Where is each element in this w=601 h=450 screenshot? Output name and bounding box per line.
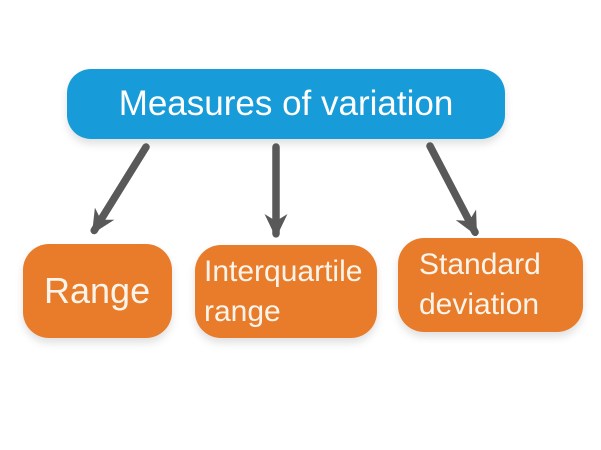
node-interquartile-range: Interquartile range [195,245,377,338]
interquartile-range-label-line1: Interquartile [204,254,363,288]
standard-deviation-label-line2: deviation [419,288,540,321]
standard-deviation-label-line1: Standard [419,248,541,281]
node-measures-of-variation: Measures of variation [67,69,505,139]
interquartile-range-label-line2: range [204,294,281,328]
root-node-label: Measures of variation [118,84,454,123]
node-standard-deviation: Standard deviation [398,238,583,332]
arrow-to-standard-deviation [426,142,479,237]
range-label-line1: Range [44,270,151,311]
arrow-to-range [90,143,150,235]
node-range: Range [23,244,172,338]
